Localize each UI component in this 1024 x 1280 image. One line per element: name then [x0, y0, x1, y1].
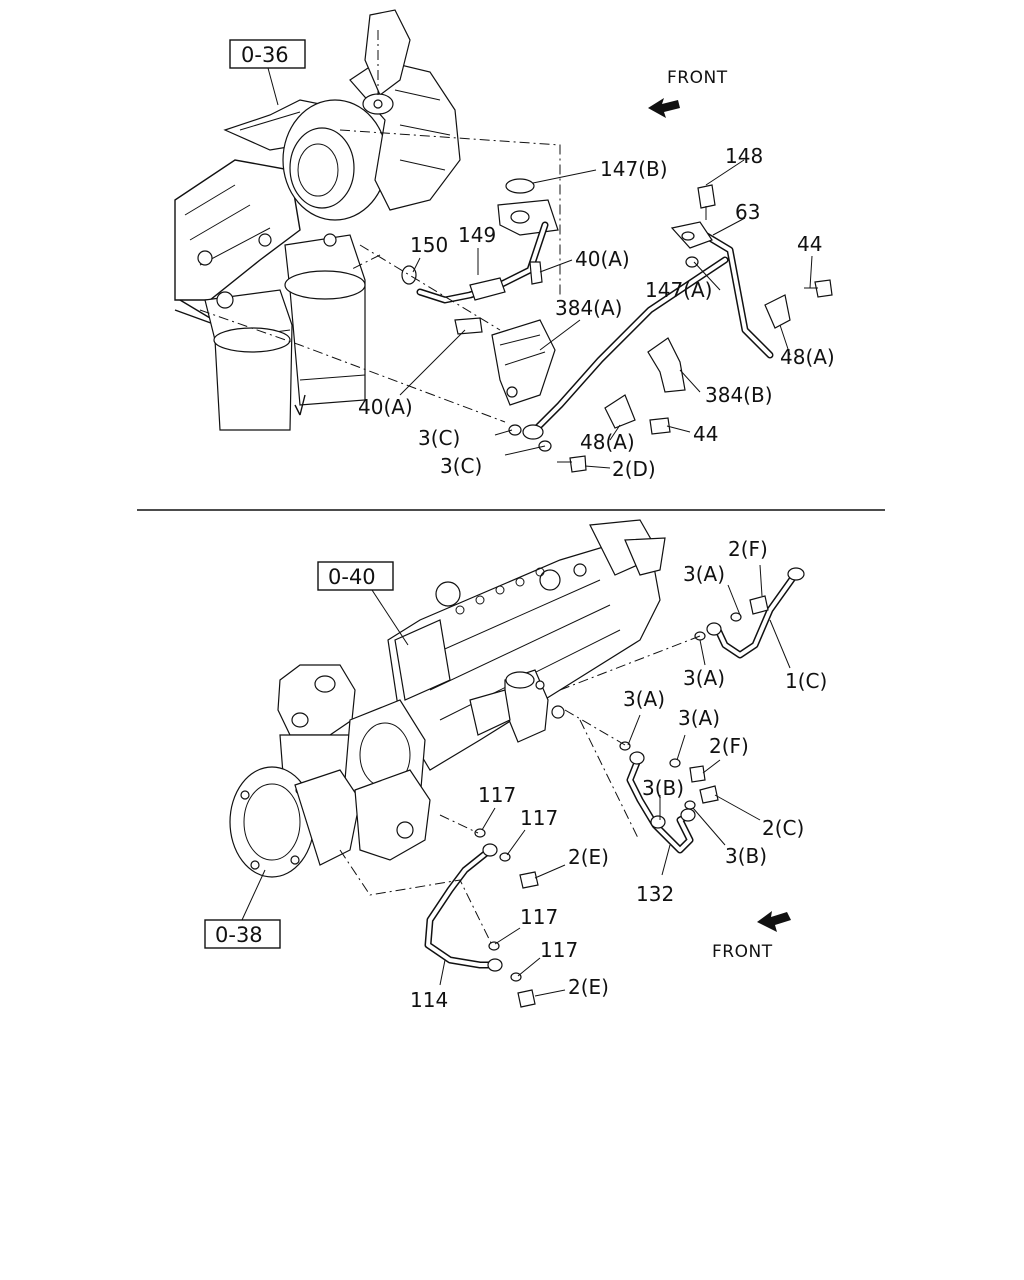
reference-box-0-38[interactable]: 0-38 [204, 869, 281, 949]
part-label-40a-left[interactable]: 40(A) [358, 395, 413, 419]
pipe-132-drawing [626, 751, 696, 854]
upper-leader-lines [199, 129, 813, 469]
part-label-1c[interactable]: 1(C) [785, 669, 827, 693]
part-label-147b[interactable]: 147(B) [600, 157, 668, 181]
part-label-44-top[interactable]: 44 [797, 232, 822, 256]
pipe-114-drawing [424, 843, 503, 972]
part-label-3c-bottom[interactable]: 3(C) [440, 454, 482, 478]
part-label-3a-2[interactable]: 3(A) [683, 666, 725, 690]
part-label-3b-2[interactable]: 3(B) [725, 844, 767, 868]
part-label-2e-2[interactable]: 2(E) [568, 975, 609, 999]
engine-block-drawing [174, 159, 301, 331]
part-label-3a-1[interactable]: 3(A) [683, 562, 725, 586]
part-label-117-1[interactable]: 117 [478, 783, 516, 807]
part-label-40a-top[interactable]: 40(A) [575, 247, 630, 271]
reference-box-0-40-label: 0-40 [328, 565, 376, 589]
part-label-384a[interactable]: 384(A) [555, 296, 622, 320]
oil-pipe-flange-drawing [349, 178, 559, 335]
part-label-48a-right[interactable]: 48(A) [780, 345, 835, 369]
part-label-117-4[interactable]: 117 [540, 938, 578, 962]
part-label-2f-mid[interactable]: 2(F) [709, 734, 749, 758]
reference-box-0-36-label: 0-36 [241, 43, 289, 67]
upper-section: 0-36 FRONT [174, 9, 835, 481]
lower-fastener-drawings [474, 595, 769, 1008]
lower-part-labels: 2(F) 3(A) 3(A) 1(C) 3(A) 3(A) 2(F) 3(B) … [410, 537, 827, 1012]
bracket-384a-drawing [491, 319, 556, 406]
part-label-2e-1[interactable]: 2(E) [568, 845, 609, 869]
drive-flange-drawing [229, 766, 431, 878]
pipe-63-drawing [522, 221, 774, 440]
lower-leader-lines [339, 564, 791, 997]
part-label-3b-1[interactable]: 3(B) [642, 776, 684, 800]
turbocharger-drawing [223, 9, 461, 221]
part-label-147a[interactable]: 147(A) [645, 278, 712, 302]
part-label-148[interactable]: 148 [725, 144, 763, 168]
front-label-top: FRONT [667, 68, 728, 88]
front-arrow-icon [757, 911, 791, 932]
upper-part-labels: 148 147(B) 63 150 149 40(A) 44 147(A) 38… [358, 144, 835, 481]
oil-filter-drawing [204, 233, 366, 431]
front-label-bottom: FRONT [712, 942, 773, 962]
part-label-44-bottom[interactable]: 44 [693, 422, 718, 446]
injection-pump-drawing [387, 519, 666, 771]
part-label-117-2[interactable]: 117 [520, 806, 558, 830]
part-label-48a-bottom[interactable]: 48(A) [580, 430, 635, 454]
reference-box-0-40[interactable]: 0-40 [317, 561, 409, 646]
reference-box-0-36[interactable]: 0-36 [229, 39, 306, 106]
lower-section: 0-40 0-38 FRONT 2(F) 3(A) 3(A) 1(C) 3(A)… [204, 519, 827, 1012]
front-arrow-icon [648, 98, 680, 118]
bolt-drawings [508, 184, 833, 473]
front-indicator-top: FRONT [648, 68, 728, 118]
part-label-3c-top[interactable]: 3(C) [418, 426, 460, 450]
part-label-3a-3[interactable]: 3(A) [623, 687, 665, 711]
part-label-117-3[interactable]: 117 [520, 905, 558, 929]
part-label-384b[interactable]: 384(B) [705, 383, 773, 407]
part-label-114[interactable]: 114 [410, 988, 448, 1012]
part-label-2f-top[interactable]: 2(F) [728, 537, 768, 561]
pipe-1c-drawing [706, 567, 805, 659]
part-label-149[interactable]: 149 [458, 223, 496, 247]
front-indicator-bottom: FRONT [712, 911, 791, 962]
part-label-150[interactable]: 150 [410, 233, 448, 257]
part-label-2c[interactable]: 2(C) [762, 816, 804, 840]
part-label-63[interactable]: 63 [735, 200, 760, 224]
clamp-drawings [604, 294, 791, 429]
part-label-2d[interactable]: 2(D) [612, 457, 656, 481]
part-label-3a-4[interactable]: 3(A) [678, 706, 720, 730]
part-label-132[interactable]: 132 [636, 882, 674, 906]
reference-box-0-38-label: 0-38 [215, 923, 263, 947]
